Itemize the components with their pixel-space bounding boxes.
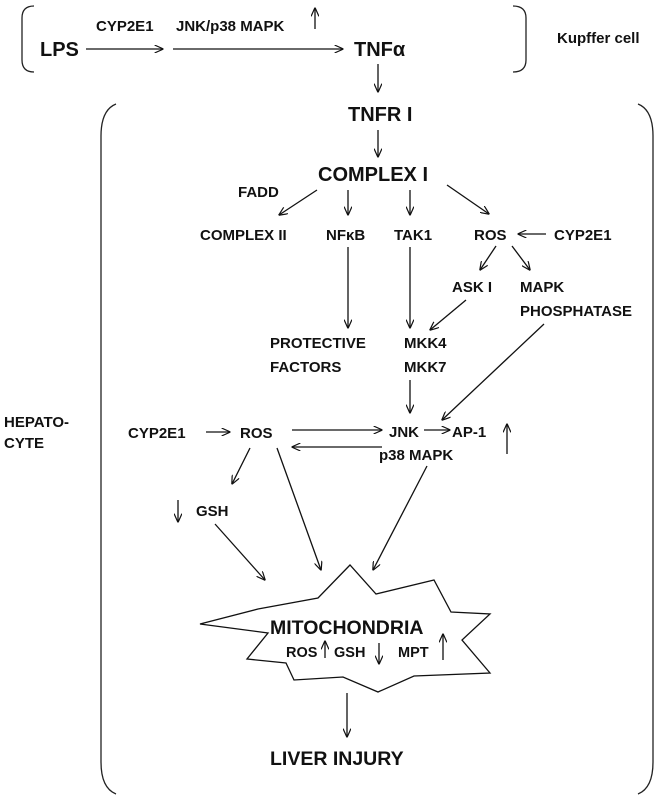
ros-to-mapk-phosphatase-arrow — [511, 245, 530, 270]
ros-to-ask1-arrow — [480, 245, 497, 270]
ros-mid-label: ROS — [240, 425, 273, 442]
mito-mpt-label: MPT — [398, 645, 429, 661]
mapk-phosphatase-to-jnk-arrow — [442, 323, 545, 420]
jnk-label: JNK — [389, 424, 419, 441]
hepatocyte-left-bracket — [100, 103, 117, 795]
complex1-to-ros-arrow — [446, 184, 489, 214]
hepatocyte-label-line1: HEPATO- — [4, 414, 69, 431]
protective-factors-line2: FACTORS — [270, 359, 341, 376]
hepatocyte-label-line2: CYTE — [4, 435, 44, 452]
mitochondria-label: MITOCHONDRIA — [270, 617, 423, 639]
kupffer-right-bracket — [512, 5, 527, 73]
hepatocyte-right-bracket — [637, 103, 654, 795]
fadd-label: FADD — [238, 184, 279, 201]
lps-label: LPS — [40, 39, 79, 61]
mito-ros-label: ROS — [286, 645, 318, 661]
kupffer-left-bracket — [21, 5, 35, 73]
liver-injury-label: LIVER INJURY — [270, 748, 404, 770]
ros-to-mito-arrow — [276, 447, 321, 570]
mitochondria-starburst — [199, 564, 492, 693]
complex1-label: COMPLEX I — [318, 164, 428, 186]
ask1-label: ASK I — [452, 279, 492, 296]
kupffer-cyp2e1-label: CYP2E1 — [96, 18, 154, 35]
ros-to-gsh-arrow — [232, 447, 251, 484]
p38-mapk-label: p38 MAPK — [379, 447, 453, 464]
p38-to-mito-arrow — [373, 465, 428, 570]
ask1-to-mkk-arrow — [430, 299, 467, 330]
mito-gsh-label: GSH — [334, 645, 365, 661]
complex2-label: COMPLEX II — [200, 227, 287, 244]
tnfr1-label: TNFR I — [348, 104, 412, 126]
mkk7-label: MKK7 — [404, 359, 447, 376]
kupffer-jnk-p38-label: JNK/p38 MAPK — [176, 18, 285, 35]
mkk4-label: MKK4 — [404, 335, 447, 352]
protective-factors-line1: PROTECTIVE — [270, 335, 366, 352]
cyp2e1-right-label: CYP2E1 — [554, 227, 612, 244]
mapk-phosphatase-line1: MAPK — [520, 279, 564, 296]
gsh-to-mito-arrow — [214, 523, 265, 580]
gsh-label: GSH — [196, 503, 229, 520]
complex1-to-complex2-arrow — [279, 189, 318, 215]
nfkb-label: NFκB — [326, 227, 365, 244]
cyp2e1-left-label: CYP2E1 — [128, 425, 186, 442]
kupffer-cell-label: Kupffer cell — [557, 30, 640, 47]
ap1-label: AP-1 — [452, 424, 486, 441]
tnfa-label: TNFα — [354, 39, 406, 61]
tak1-label: TAK1 — [394, 227, 432, 244]
ros-top-label: ROS — [474, 227, 507, 244]
mapk-phosphatase-line2: PHOSPHATASE — [520, 303, 632, 320]
